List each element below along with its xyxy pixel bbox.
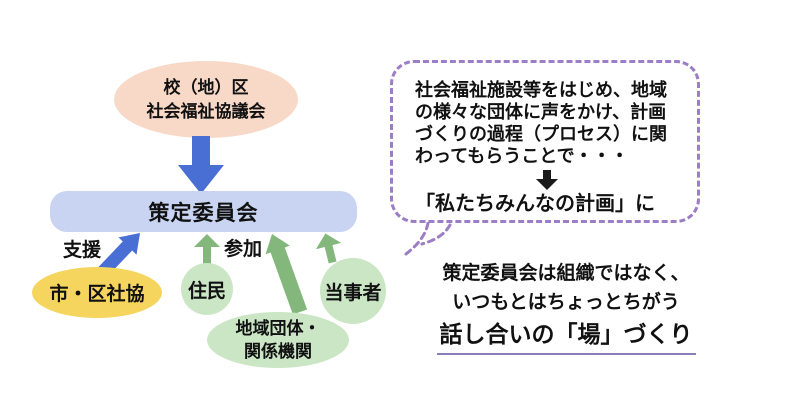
bubble-text-line: づくりの過程（プロセス）に関: [415, 124, 667, 144]
parties-circle: 当事者: [320, 258, 386, 324]
note-line-1: 策定委員会は組織ではなく、: [442, 263, 690, 284]
bubble-text-line: の様々な団体に声をかけ、計画: [415, 102, 667, 122]
bubble-text-line: わってもらうことで・・・: [415, 146, 629, 166]
orgs-arrow-icon: [265, 234, 308, 315]
bubble-conclusion: 「私たちみんなの計画」に: [415, 193, 655, 215]
residents-label: 住民: [187, 280, 226, 302]
bubble-down-arrow-icon: [536, 170, 558, 190]
district-council-label-line1: 校（地）区: [163, 77, 249, 97]
parties-label: 当事者: [324, 282, 382, 304]
flow-down-arrow-icon: [178, 136, 224, 194]
local-orgs-ellipse: 地域団体・ 関係機関: [207, 312, 349, 368]
residents-circle: 住民: [181, 263, 233, 315]
note-line-3: 話し合いの「場」づくり: [420, 319, 712, 355]
parties-arrow-icon: [315, 233, 342, 264]
committee-bar: 策定委員会: [50, 191, 357, 232]
local-orgs-label-line2: 関係機関: [244, 342, 312, 361]
city-council-ellipse: 市・区社協: [32, 267, 162, 318]
note-line-2: いつもとはちょっとちがう: [452, 292, 680, 313]
city-council-label: 市・区社協: [49, 284, 145, 305]
committee-label: 策定委員会: [148, 201, 259, 225]
note-line-3-underlined: 話し合いの「場」づくり: [436, 319, 696, 355]
speech-bubble: 社会福祉施設等をはじめ、地域 の様々な団体に声をかけ、計画 づくりの過程（プロセ…: [390, 60, 700, 223]
bubble-tail-icon: [404, 222, 452, 256]
note-block: 策定委員会は組織ではなく、 いつもとはちょっとちがう 話し合いの「場」づくり: [420, 261, 712, 355]
local-orgs-label-line1: 地域団体・: [235, 319, 321, 338]
residents-arrow-icon: [194, 234, 220, 264]
district-council-label-line2: 社会福祉協議会: [146, 101, 266, 121]
participate-label: 参加: [224, 239, 263, 260]
district-council-ellipse: 校（地）区 社会福祉協議会: [114, 61, 298, 138]
bubble-text-line: 社会福祉施設等をはじめ、地域: [415, 80, 667, 100]
support-label: 支援: [63, 240, 102, 261]
